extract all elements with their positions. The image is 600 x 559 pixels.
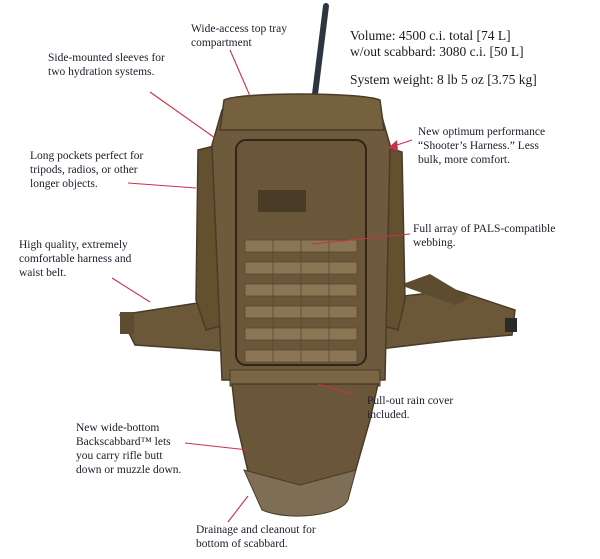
callout-long-pockets: Long pockets perfect for tripods, radios… [30,150,144,190]
pals-webbing [244,239,358,363]
callout-hydration-sleeves: Side-mounted sleeves for two hydration s… [48,52,165,78]
id-patch [258,190,306,212]
spec-system-weight: System weight: 8 lb 5 oz [3.75 kg] [350,72,537,87]
scabbard-drainage-bottom [243,469,357,517]
callout-rain-cover: Pull-out rain cover included. [367,395,454,421]
callout-top-tray: Wide-access top tray compartment [191,23,287,49]
callout-harness-waist-belt: High quality, extremely comfortable harn… [19,239,132,279]
rifle-barrel [311,3,329,105]
specs-block: Volume: 4500 c.i. total [74 L] w/out sca… [350,28,537,88]
callout-drainage: Drainage and cleanout for bottom of scab… [196,524,316,550]
top-tray [219,93,385,131]
spec-volume: Volume: 4500 c.i. total [74 L] [350,28,511,43]
spec-volume-without-scabbard: w/out scabbard: 3080 c.i. [50 L] [350,44,524,59]
arrow-head-icon [388,140,398,151]
callout-pals-webbing: Full array of PALS-compatible webbing. [413,223,556,249]
callout-backscabbard: New wide-bottom Backscabbard™ lets you c… [76,422,182,476]
callout-shooters-harness: New optimum performance “Shooter’s Harne… [418,126,546,166]
